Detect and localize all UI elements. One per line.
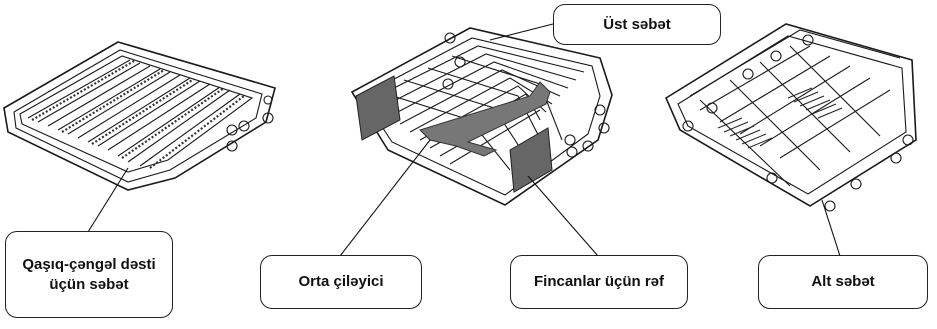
cutlery-basket-label-line1: Qaşıq-çəngəl dəsti (22, 255, 156, 273)
cup-shelf-callout: Fincanlar üçün rəf (510, 255, 688, 309)
lower-basket-callout: Alt səbət (758, 255, 928, 309)
lower-basket-label: Alt səbət (811, 273, 875, 290)
upper-basket-callout: Üst səbət (553, 4, 721, 45)
upper-basket-drawing (350, 27, 613, 206)
middle-sprayer-label: Orta çiləyici (298, 273, 384, 290)
cutlery-tray-drawing (3, 41, 276, 191)
cutlery-basket-label-line2: üçün səbət (49, 275, 129, 293)
cup-shelf-label: Fincanlar üçün rəf (533, 273, 665, 290)
lower-basket-drawing (664, 23, 917, 212)
middle-sprayer-callout: Orta çiləyici (260, 255, 422, 309)
leader-lines (87, 23, 841, 257)
cutlery-basket-callout: Qaşıq-çəngəl dəsti üçün səbət (5, 231, 173, 318)
upper-basket-label: Üst səbət (603, 15, 671, 33)
